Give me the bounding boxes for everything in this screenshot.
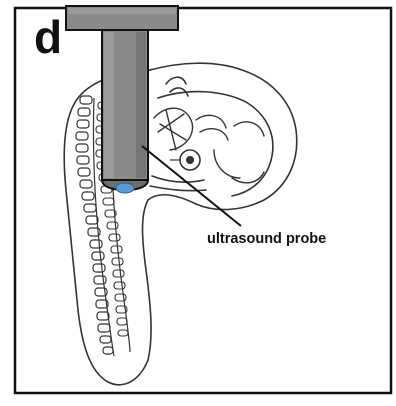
- panel-frame: [15, 8, 391, 393]
- panel-letter: d: [34, 14, 62, 60]
- eye-outline: [170, 150, 200, 170]
- heart-outline: [154, 108, 228, 150]
- embryo-outline: [64, 63, 297, 385]
- probe-callout-label: ultrasound probe: [207, 232, 326, 247]
